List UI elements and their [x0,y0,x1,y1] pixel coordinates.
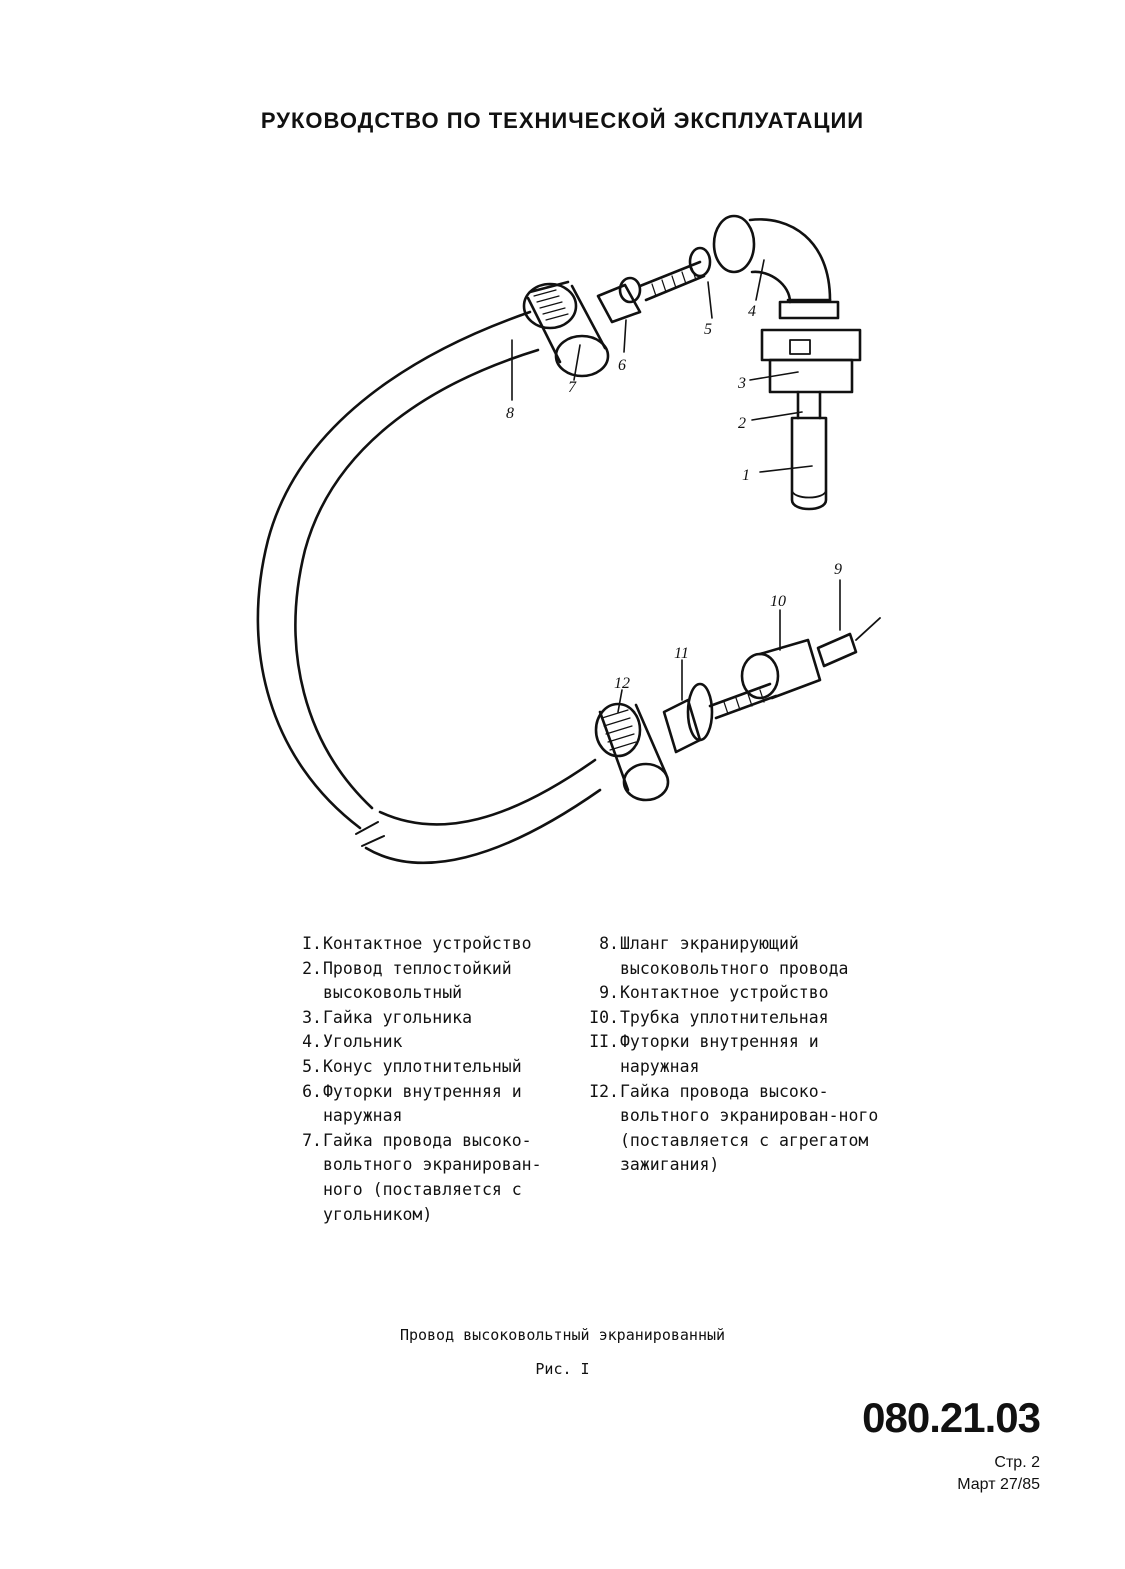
callout-6: 6 [618,357,626,374]
parts-legend-right: 8.Шланг экранирующий высоковольтного про… [587,932,887,1178]
contact-device-1 [790,416,828,511]
legend-item-number: I2. [589,1081,619,1101]
legend-item: II.Футорки внутренняя и наружная [587,1030,887,1079]
legend-item: 2.Провод теплостойкий высоковольтный [290,957,580,1006]
legend-item-text: Контактное устройство [620,983,829,1003]
hose-inner-edge [294,348,540,810]
legend-item-text: Футорки внутренняя и наружная [323,1081,522,1126]
figure-label: Рис. I [535,1360,590,1378]
elbow-nut-3 [760,300,862,394]
sealing-tube-10 [740,638,822,700]
callout-4: 4 [748,303,756,320]
legend-item: 7.Гайка провода высоко-вольтного экранир… [290,1129,580,1227]
hose-lower-inner [378,758,597,826]
contact-device-9 [816,617,881,668]
legend-item-text: Шланг экранирующий высоковольтного прово… [620,934,849,978]
upper-nut-knurl [533,289,569,321]
legend-item-number: I0. [589,1007,619,1027]
callout-3: 3 [737,375,746,392]
callout-7: 7 [568,379,577,396]
legend-item-number: 4. [302,1032,322,1052]
upper-nut-7 [522,280,610,378]
lower-threaded-rod [708,682,778,720]
lower-nut-knurl [601,709,637,751]
legend-item: 9.Контактное устройство [587,981,887,1006]
legend-item-number: II. [589,1032,619,1052]
callout-11: 11 [674,645,689,662]
callout-12: 12 [614,675,630,692]
legend-item: 5.Конус уплотнительный [290,1055,580,1080]
legend-item-text: Конус уплотнительный [323,1056,522,1076]
callout-10: 10 [770,593,786,610]
upper-cone-5 [688,246,712,278]
revision-date: Март 27/85 [957,1476,1040,1493]
callout-5: 5 [704,321,712,338]
legend-item-text: Контактное устройство [323,934,532,953]
legend-item: 4.Угольник [290,1030,580,1055]
upper-threaded-rod [638,260,706,302]
legend-item: I.Контактное устройство [290,932,580,957]
callout-leaders [511,259,841,713]
hose-lower-outer [364,788,602,865]
legend-item-number: 9. [599,983,619,1003]
legend-item-text: Гайка угольника [323,1007,473,1027]
shielded-wire-illustration: 1 2 3 4 5 6 7 8 9 10 11 12 [256,214,881,865]
elbow-4 [712,214,832,304]
lower-bushing-11 [662,698,702,754]
callout-2: 2 [738,415,746,432]
legend-item: I0.Трубка уплотнительная [587,1006,887,1031]
wire-assembly-drawing: 1 2 3 4 5 6 7 8 9 10 11 12 [256,214,881,865]
legend-item-text: Угольник [323,1032,403,1052]
callout-8: 8 [506,405,514,422]
upper-bushing-6 [596,283,642,324]
callout-1: 1 [742,467,750,484]
heat-resistant-wire-2 [796,390,822,420]
legend-item-number: 6. [302,1081,322,1101]
legend-item: 6.Футорки внутренняя и наружная [290,1080,580,1129]
page-number: Стр. 2 [994,1454,1040,1471]
legend-item-number: 5. [302,1056,322,1076]
legend-item-number: 2. [302,958,322,978]
legend-item: I2.Гайка провода высоко-вольтного экрани… [587,1080,887,1178]
lower-nut-12 [594,702,670,802]
legend-item: 8.Шланг экранирующий высоковольтного про… [587,932,887,981]
legend-item-number: I. [302,934,322,953]
page-header-title: РУКОВОДСТВО ПО ТЕХНИЧЕСКОЙ ЭКСПЛУАТАЦИИ [260,108,865,133]
parts-legend-left: I.Контактное устройство 2.Провод теплост… [290,932,580,1227]
legend-item-text: Провод теплостойкий высоковольтный [323,958,512,1003]
legend-item-number: 8. [599,934,619,953]
figure-caption-title: Провод высоковольтный экранированный [399,1326,726,1344]
page-info: Стр. 2 Март 27/85 [957,1452,1040,1496]
legend-item-number: 3. [302,1007,322,1027]
legend-item-text: Гайка провода высоко-вольтного экраниров… [620,1081,879,1175]
legend-item-text: Гайка провода высоко-вольтного экраниров… [323,1130,542,1224]
legend-item: 3.Гайка угольника [290,1006,580,1031]
legend-item-text: Футорки внутренняя и наружная [620,1032,819,1076]
hose-break-mark [355,821,385,847]
hose-outer-edge [256,310,532,830]
legend-item-number: 7. [302,1130,322,1150]
document-number: 080.21.03 [862,1394,1041,1441]
legend-item-text: Трубка уплотнительная [620,1007,829,1027]
callout-9: 9 [834,561,842,578]
